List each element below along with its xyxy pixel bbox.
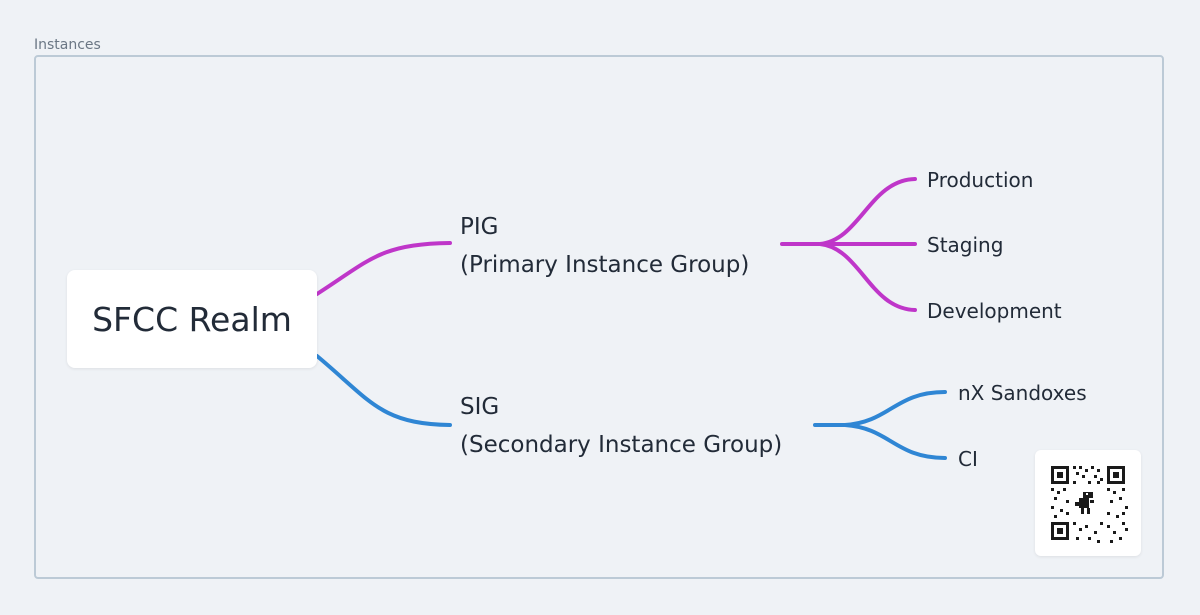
pig-node[interactable]: PIG (Primary Instance Group) bbox=[460, 208, 749, 284]
pig-node-title: PIG bbox=[460, 214, 499, 240]
connector-sig-sandboxes bbox=[843, 390, 947, 427]
leaf-ci[interactable]: CI bbox=[958, 447, 978, 471]
pig-node-subtitle: (Primary Instance Group) bbox=[460, 252, 750, 278]
qr-code-card[interactable] bbox=[1035, 450, 1141, 556]
root-node-label: SFCC Realm bbox=[92, 299, 292, 339]
connector-root-pig bbox=[315, 241, 452, 296]
connector-pig-production bbox=[818, 177, 917, 246]
sig-node-subtitle: (Secondary Instance Group) bbox=[460, 432, 783, 458]
leaf-staging[interactable]: Staging bbox=[927, 233, 1004, 257]
frame-label: Instances bbox=[34, 37, 101, 53]
root-node[interactable]: SFCC Realm bbox=[67, 270, 317, 368]
leaf-nx-sandoxes[interactable]: nX Sandoxes bbox=[958, 381, 1087, 405]
sig-node-title: SIG bbox=[460, 394, 500, 420]
sig-node[interactable]: SIG (Secondary Instance Group) bbox=[460, 388, 782, 464]
connector-pig-development bbox=[818, 242, 917, 312]
qr-code-icon bbox=[1051, 466, 1128, 543]
connector-root-sig bbox=[315, 354, 452, 427]
leaf-development[interactable]: Development bbox=[927, 299, 1062, 323]
leaf-production[interactable]: Production bbox=[927, 168, 1034, 192]
connector-sig-ci bbox=[843, 423, 947, 460]
diagram-frame bbox=[34, 55, 1164, 579]
